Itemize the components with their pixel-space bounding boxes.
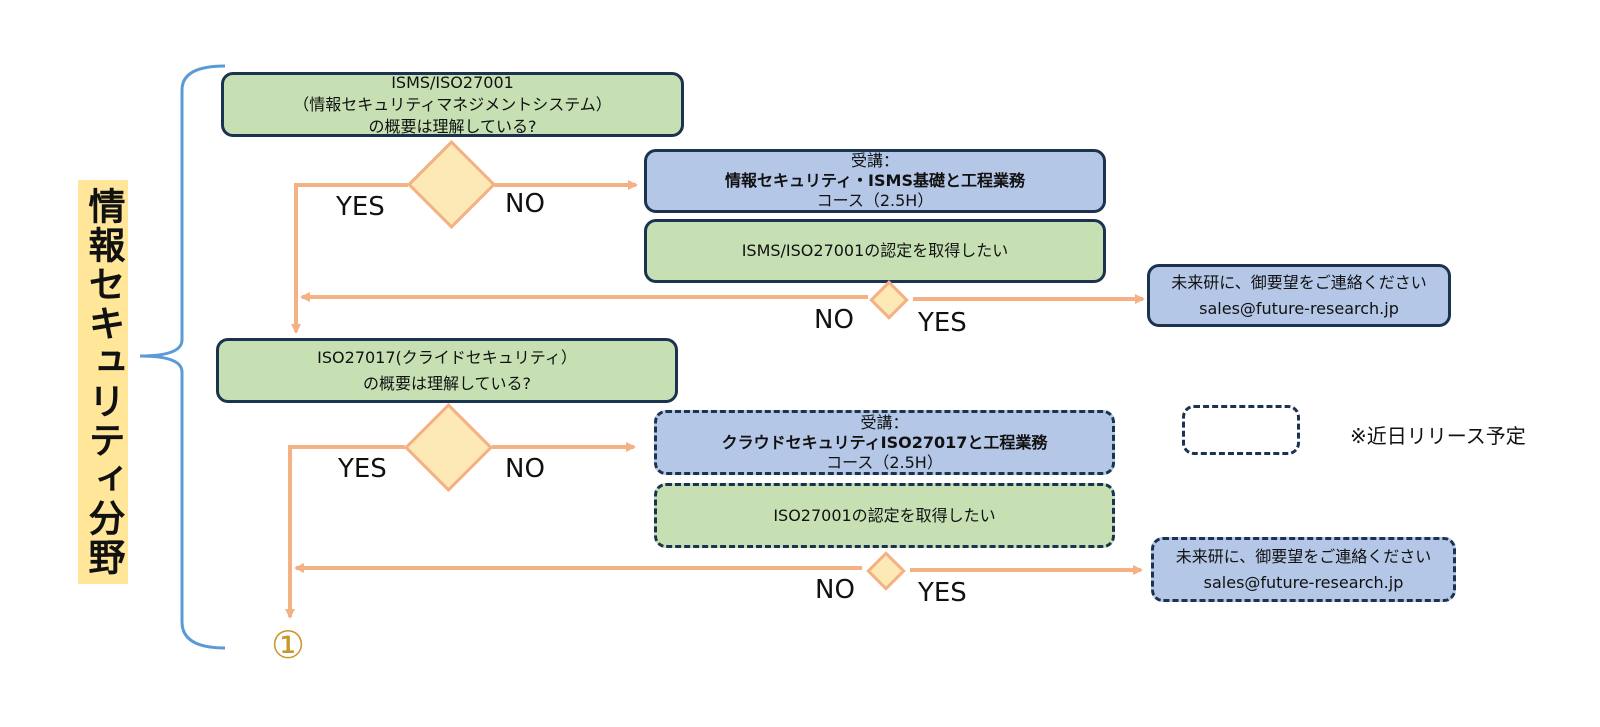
section-title: 情報セキュリティ分野 <box>78 180 128 584</box>
course-heading: 受講： <box>860 412 909 432</box>
contact-box-1: 未来研に、御要望をご連絡ください sales@future-research.j… <box>1147 264 1451 327</box>
course-title: 情報セキュリティ・ISMS基礎と工程業務 <box>725 171 1025 190</box>
question-line: の概要は理解している? <box>362 373 531 393</box>
course-box-isms: 受講： 情報セキュリティ・ISMS基礎と工程業務 コース（2.5H） <box>644 149 1106 213</box>
contact-email: sales@future-research.jp <box>1199 298 1399 318</box>
legend-note: ※近日リリース予定 <box>1350 424 1526 448</box>
question-line: ISMS/ISO27001 <box>391 72 514 92</box>
course-box-cloud: 受講： クラウドセキュリティISO27017と工程業務 コース（2.5H） <box>654 410 1115 475</box>
no-label: NO <box>505 454 545 484</box>
question-line: の概要は理解している? <box>368 116 537 136</box>
arrow-yes-1 <box>291 183 408 334</box>
contact-email: sales@future-research.jp <box>1203 572 1404 592</box>
cert-question-iso27001: ISO27001の認定を取得したい <box>654 483 1115 548</box>
question-line: ISO27017(クライドセキュリティ） <box>317 347 577 367</box>
course-title: クラウドセキュリティISO27017と工程業務 <box>721 432 1048 452</box>
yes-label: YES <box>918 578 967 608</box>
arrow-yes-2 <box>285 445 405 619</box>
cert-text: ISO27001の認定を取得したい <box>773 505 996 525</box>
contact-text: 未来研に、御要望をご連絡ください <box>1175 546 1432 566</box>
legend-dashed-box <box>1182 405 1300 455</box>
course-heading: 受講： <box>850 151 899 170</box>
contact-text: 未来研に、御要望をご連絡ください <box>1171 272 1427 292</box>
section-brace <box>139 64 226 650</box>
question-line: （情報セキュリティマネジメントシステム） <box>293 94 612 114</box>
course-duration: コース（2.5H） <box>826 452 943 472</box>
question-iso27017: ISO27017(クライドセキュリティ） の概要は理解している? <box>216 338 678 403</box>
yes-label: YES <box>336 192 385 222</box>
no-label: NO <box>814 305 854 335</box>
yes-label: YES <box>918 308 967 338</box>
cert-question-isms: ISMS/ISO27001の認定を取得したい <box>644 219 1106 283</box>
course-duration: コース（2.5H） <box>816 191 934 210</box>
next-step-marker: ① <box>270 623 306 667</box>
cert-text: ISMS/ISO27001の認定を取得したい <box>741 241 1009 260</box>
contact-box-2: 未来研に、御要望をご連絡ください sales@future-research.j… <box>1151 537 1456 602</box>
no-label: NO <box>815 575 855 605</box>
no-label: NO <box>505 189 545 219</box>
yes-label: YES <box>338 454 387 484</box>
question-isms: ISMS/ISO27001 （情報セキュリティマネジメントシステム） の概要は理… <box>221 72 684 137</box>
